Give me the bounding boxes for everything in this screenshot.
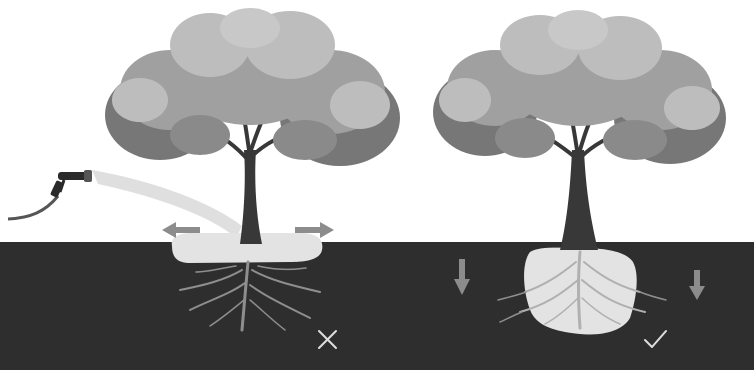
soil-ground (0, 242, 754, 370)
